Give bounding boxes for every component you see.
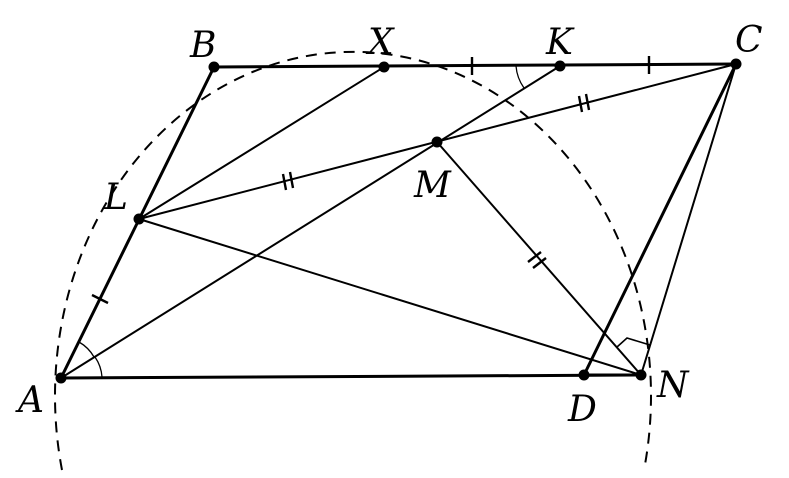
point-M	[431, 136, 443, 148]
double-tick-LM	[281, 171, 295, 191]
label-N: N	[656, 365, 690, 406]
right-angle-mark-N	[616, 337, 651, 348]
point-B	[208, 61, 220, 73]
segment-CD	[582, 62, 738, 377]
segment-LX	[138, 66, 385, 220]
angle-mark-A-upper	[78, 341, 95, 358]
label-B: B	[189, 25, 216, 66]
angle-mark-K	[515, 65, 525, 89]
label-C: C	[735, 20, 763, 61]
double-tick-MN	[527, 251, 547, 269]
tick-AL	[91, 293, 109, 305]
segment-LN	[138, 218, 642, 376]
point-D	[578, 369, 590, 381]
point-A	[55, 372, 67, 384]
label-K: K	[545, 22, 575, 63]
point-X	[378, 61, 390, 73]
segment-CN	[640, 63, 737, 376]
point-L	[133, 213, 145, 225]
label-L: L	[103, 177, 128, 218]
segment-AD	[59, 373, 643, 380]
dashed-circle	[54, 50, 652, 471]
segment-BC	[212, 62, 738, 69]
angle-mark-A-lower	[94, 356, 103, 378]
point-N	[635, 369, 647, 381]
segment-MN	[436, 141, 642, 376]
label-M: M	[413, 165, 452, 206]
point-C	[730, 58, 742, 70]
segment-AK	[60, 65, 561, 379]
point-K	[554, 60, 566, 72]
label-X: X	[365, 22, 395, 63]
double-tick-MC	[577, 93, 591, 113]
label-A: A	[15, 380, 44, 421]
label-D: D	[567, 389, 597, 430]
